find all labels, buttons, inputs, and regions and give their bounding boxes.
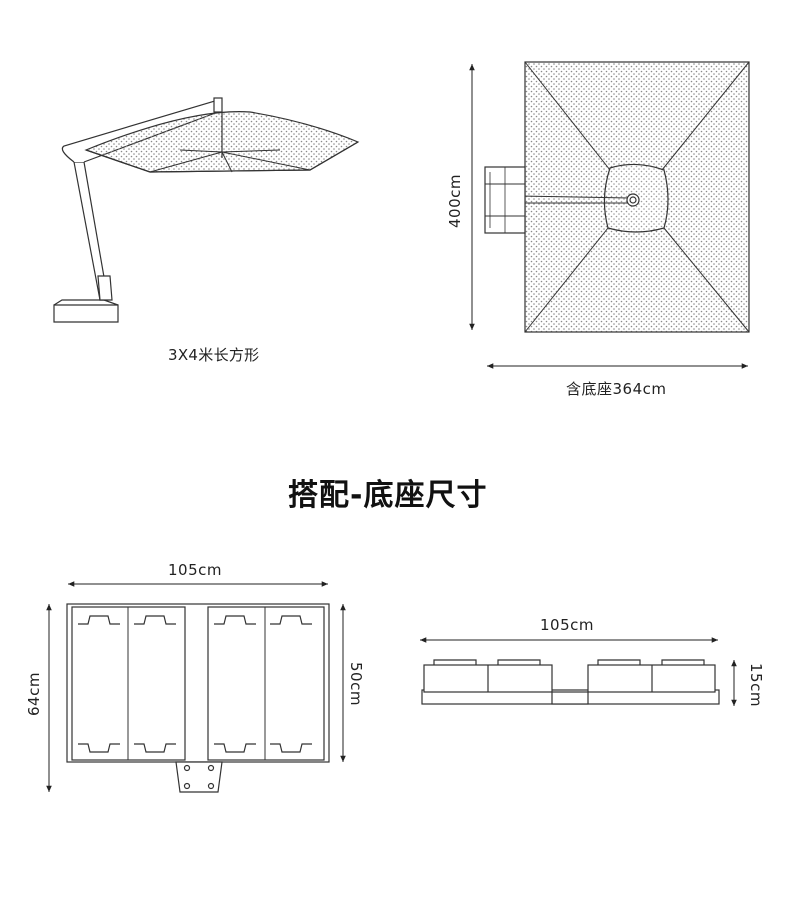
top-view-width-label: 含底座364cm (566, 380, 667, 398)
umbrella-side-view (53, 97, 360, 323)
base-side-view (421, 659, 720, 705)
base-inner-height-label: 50cm (347, 662, 365, 706)
base-width-label: 105cm (168, 561, 222, 579)
base-side-height-label: 15cm (747, 663, 765, 707)
base-outer-height-label: 64cm (25, 672, 43, 716)
base-top-view (66, 603, 330, 793)
top-view-height-label: 400cm (446, 174, 464, 228)
side-view-caption: 3X4米长方形 (168, 346, 260, 364)
umbrella-top-view (484, 61, 750, 333)
section-title: 搭配-底座尺寸 (288, 478, 488, 513)
base-side-width-label: 105cm (540, 616, 594, 634)
